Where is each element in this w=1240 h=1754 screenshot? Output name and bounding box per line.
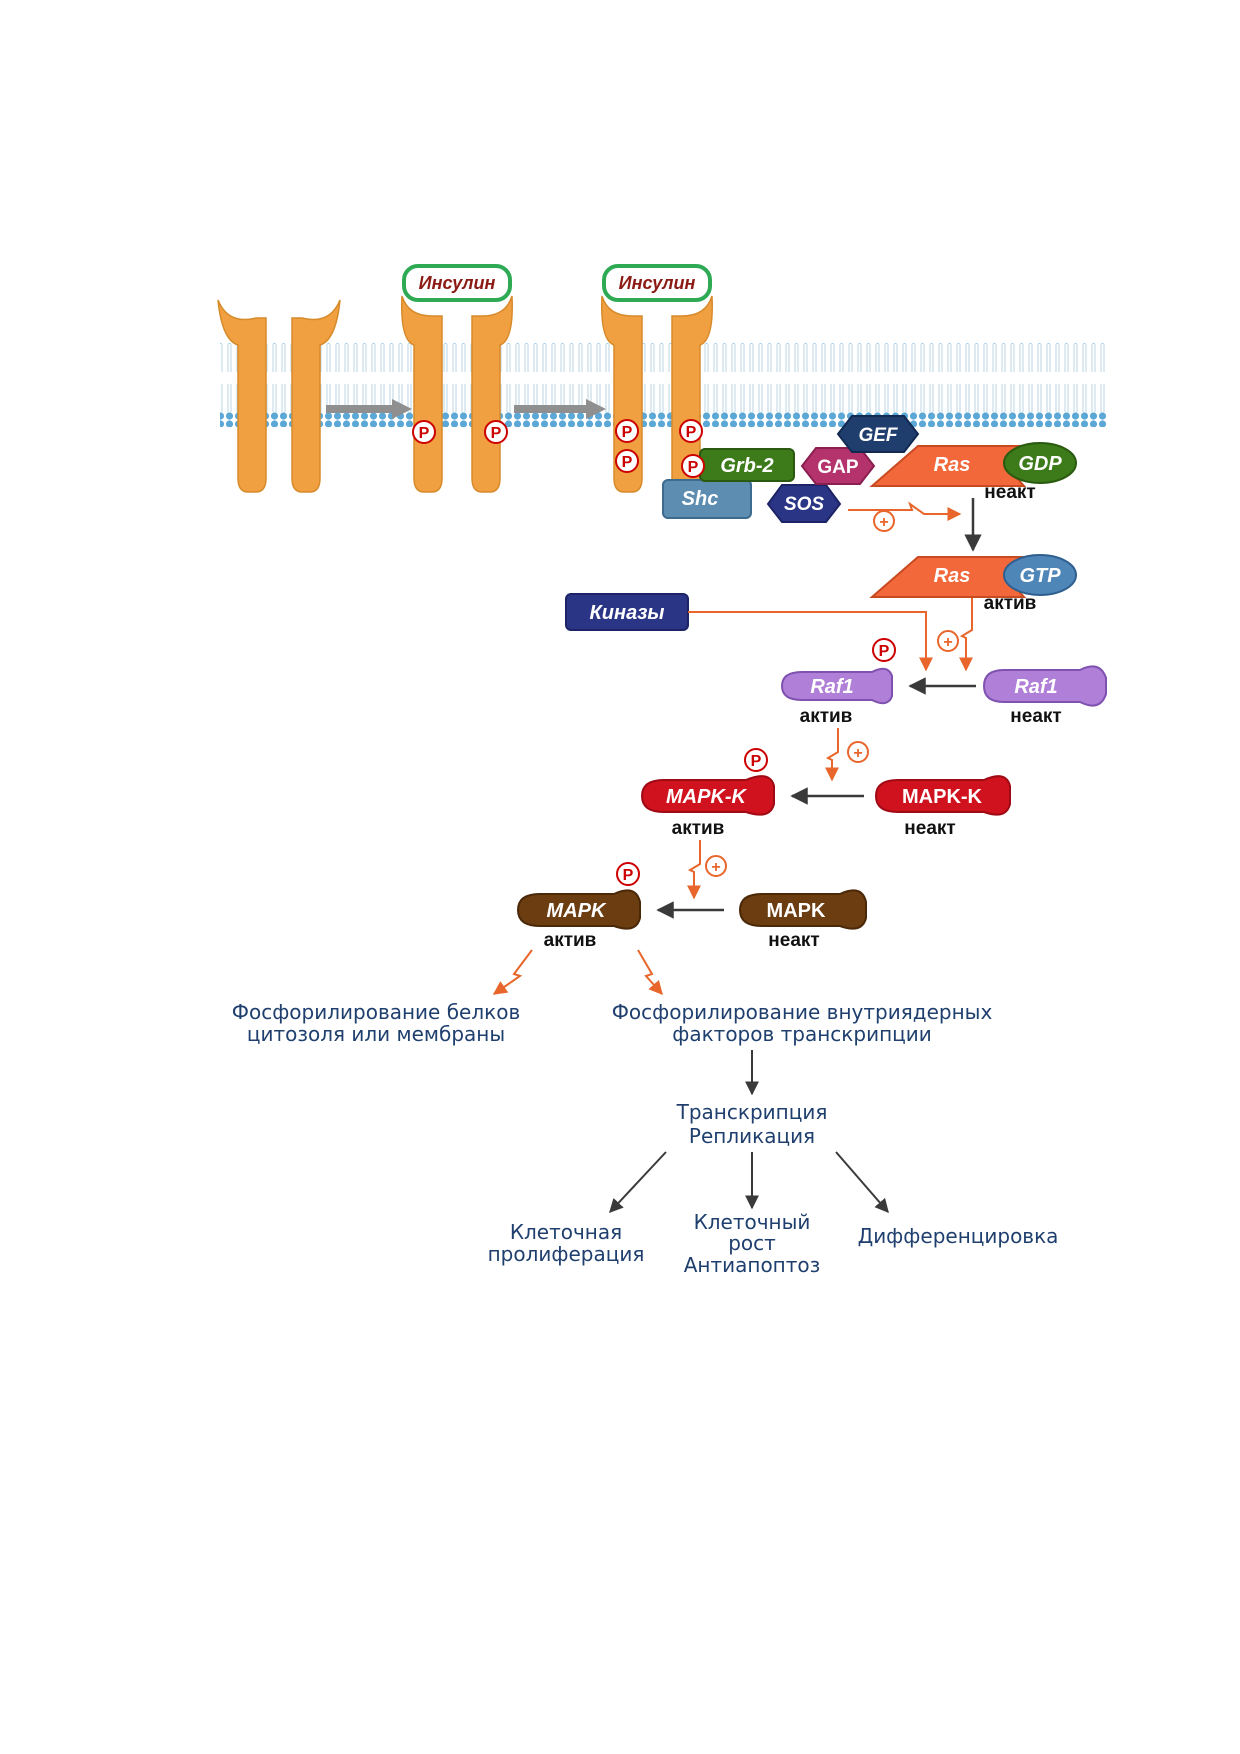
svg-text:Grb-2: Grb-2 — [720, 455, 773, 477]
svg-text:Фосфорилирование внутриядерных: Фосфорилирование внутриядерных — [612, 1000, 993, 1024]
svg-text:+: + — [879, 514, 888, 531]
mapkk-inactive: MAPK-K неакт — [874, 775, 1011, 839]
kinases-signal-arrow — [688, 611, 933, 672]
phospho-icon: P — [615, 449, 639, 473]
mapkk-to-mapk-signal: + — [687, 840, 727, 900]
svg-text:Shc: Shc — [682, 488, 719, 510]
svg-text:Фосфорилирование белков: Фосфорилирование белков — [232, 1000, 521, 1024]
activation-arrow-1 — [326, 399, 412, 419]
mapk-to-nuclear-arrow — [637, 949, 663, 996]
raf-to-mapkk-signal: + — [825, 728, 869, 782]
svg-text:P: P — [688, 459, 699, 476]
svg-text:GTP: GTP — [1019, 565, 1061, 587]
svg-text:неакт: неакт — [904, 818, 955, 839]
svg-text:GEF: GEF — [858, 425, 898, 446]
to-differentiation-arrow — [835, 1151, 889, 1214]
mapk-to-cytosol-arrow — [492, 949, 533, 995]
svg-text:Антиапоптоз: Антиапоптоз — [684, 1253, 821, 1277]
svg-text:Ras: Ras — [934, 565, 971, 587]
phospho-icon: P — [872, 638, 896, 662]
raf1-active: Raf1 P актив — [780, 638, 896, 727]
svg-text:MAPK: MAPK — [547, 900, 607, 922]
svg-text:Репликация: Репликация — [689, 1124, 815, 1148]
outcome-nuclear-phosphorylation: Фосфорилирование внутриядерных факторов … — [612, 1000, 993, 1046]
svg-text:актив: актив — [672, 818, 725, 839]
kinases-box: Киназы — [565, 593, 689, 631]
raf1-inactive: Raf1 неакт — [982, 665, 1107, 727]
sos-protein: SOS — [766, 484, 842, 523]
outcome-proliferation: Клеточная пролиферация — [488, 1220, 645, 1266]
svg-text:+: + — [711, 859, 720, 876]
svg-text:GDP: GDP — [1018, 453, 1062, 475]
phospho-icon: P — [615, 419, 639, 443]
insulin-ligand-2: Инсулин — [602, 264, 712, 302]
svg-text:P: P — [622, 454, 633, 471]
svg-text:P: P — [751, 753, 762, 770]
cell-membrane — [220, 343, 1108, 427]
activation-arrow-2 — [514, 399, 606, 419]
phospho-icon: P — [681, 454, 705, 478]
svg-text:+: + — [853, 745, 862, 762]
to-proliferation-arrow — [609, 1151, 667, 1214]
svg-text:Транскрипция: Транскрипция — [676, 1100, 828, 1124]
insulin-receptor-unbound — [217, 299, 341, 493]
phospho-sites: P P P P P — [412, 419, 703, 473]
phospho-icon: P — [679, 419, 703, 443]
svg-text:P: P — [419, 425, 430, 442]
svg-text:Клеточный: Клеточный — [694, 1210, 811, 1234]
mapk-active: MAPK P актив — [516, 862, 641, 951]
outcome-cytosol-phosphorylation: Фосфорилирование белков цитозоля или мем… — [232, 1000, 521, 1046]
svg-text:P: P — [491, 425, 502, 442]
svg-text:Инсулин: Инсулин — [619, 273, 696, 293]
svg-text:актив: актив — [800, 706, 853, 727]
sos-activation-signal: + — [848, 501, 962, 532]
phospho-icon: P — [484, 420, 508, 444]
svg-text:MAPK-K: MAPK-K — [902, 786, 983, 808]
phospho-icon: P — [616, 862, 640, 886]
ras-to-raf-signal: + — [937, 598, 973, 672]
svg-text:Raf1: Raf1 — [810, 676, 853, 698]
svg-text:факторов транскрипции: факторов транскрипции — [672, 1022, 932, 1046]
svg-text:MAPK-K: MAPK-K — [666, 786, 748, 808]
svg-text:неакт: неакт — [1010, 706, 1061, 727]
insulin-receptor-bound-2 — [601, 295, 713, 493]
svg-text:P: P — [623, 867, 634, 884]
svg-text:Киназы: Киназы — [590, 602, 665, 624]
svg-text:+: + — [943, 634, 952, 651]
shc-protein: Shc — [662, 479, 752, 519]
outcome-differentiation: Дифференцировка — [858, 1224, 1059, 1248]
svg-text:Дифференцировка: Дифференцировка — [858, 1224, 1059, 1248]
ras-gdp-inactive: Ras GDP неакт — [869, 442, 1077, 503]
mapk-inactive: MAPK неакт — [738, 889, 867, 951]
svg-text:цитозоля или мембраны: цитозоля или мембраны — [247, 1022, 505, 1046]
svg-text:GAP: GAP — [817, 457, 859, 478]
svg-text:Клеточная: Клеточная — [510, 1220, 622, 1244]
ras-gtp-active: Ras GTP актив — [869, 554, 1077, 614]
phospho-icon: P — [744, 748, 768, 772]
svg-text:актив: актив — [544, 930, 597, 951]
gap-protein: GAP — [800, 447, 876, 485]
svg-text:P: P — [879, 643, 890, 660]
svg-text:Raf1: Raf1 — [1014, 676, 1057, 698]
svg-text:Инсулин: Инсулин — [419, 273, 496, 293]
svg-text:P: P — [622, 424, 633, 441]
svg-text:неакт: неакт — [984, 482, 1035, 503]
insulin-ligand-1: Инсулин — [402, 264, 512, 302]
insulin-receptor-bound-1 — [401, 295, 513, 493]
svg-text:пролиферация: пролиферация — [488, 1242, 645, 1266]
outcome-transcription-replication: Транскрипция Репликация — [676, 1100, 828, 1148]
svg-text:SOS: SOS — [784, 494, 824, 515]
mapkk-active: MAPK-K P актив — [640, 748, 775, 839]
svg-text:неакт: неакт — [768, 930, 819, 951]
svg-text:P: P — [686, 424, 697, 441]
svg-text:Ras: Ras — [934, 454, 971, 476]
grb2-protein: Grb-2 — [699, 448, 795, 482]
svg-text:MAPK: MAPK — [767, 900, 826, 922]
svg-text:актив: актив — [984, 593, 1037, 614]
svg-text:рост: рост — [728, 1231, 776, 1255]
outcome-growth-antiapoptosis: Клеточный рост Антиапоптоз — [684, 1210, 821, 1277]
gef-protein: GEF — [836, 415, 920, 453]
phospho-icon: P — [412, 420, 436, 444]
